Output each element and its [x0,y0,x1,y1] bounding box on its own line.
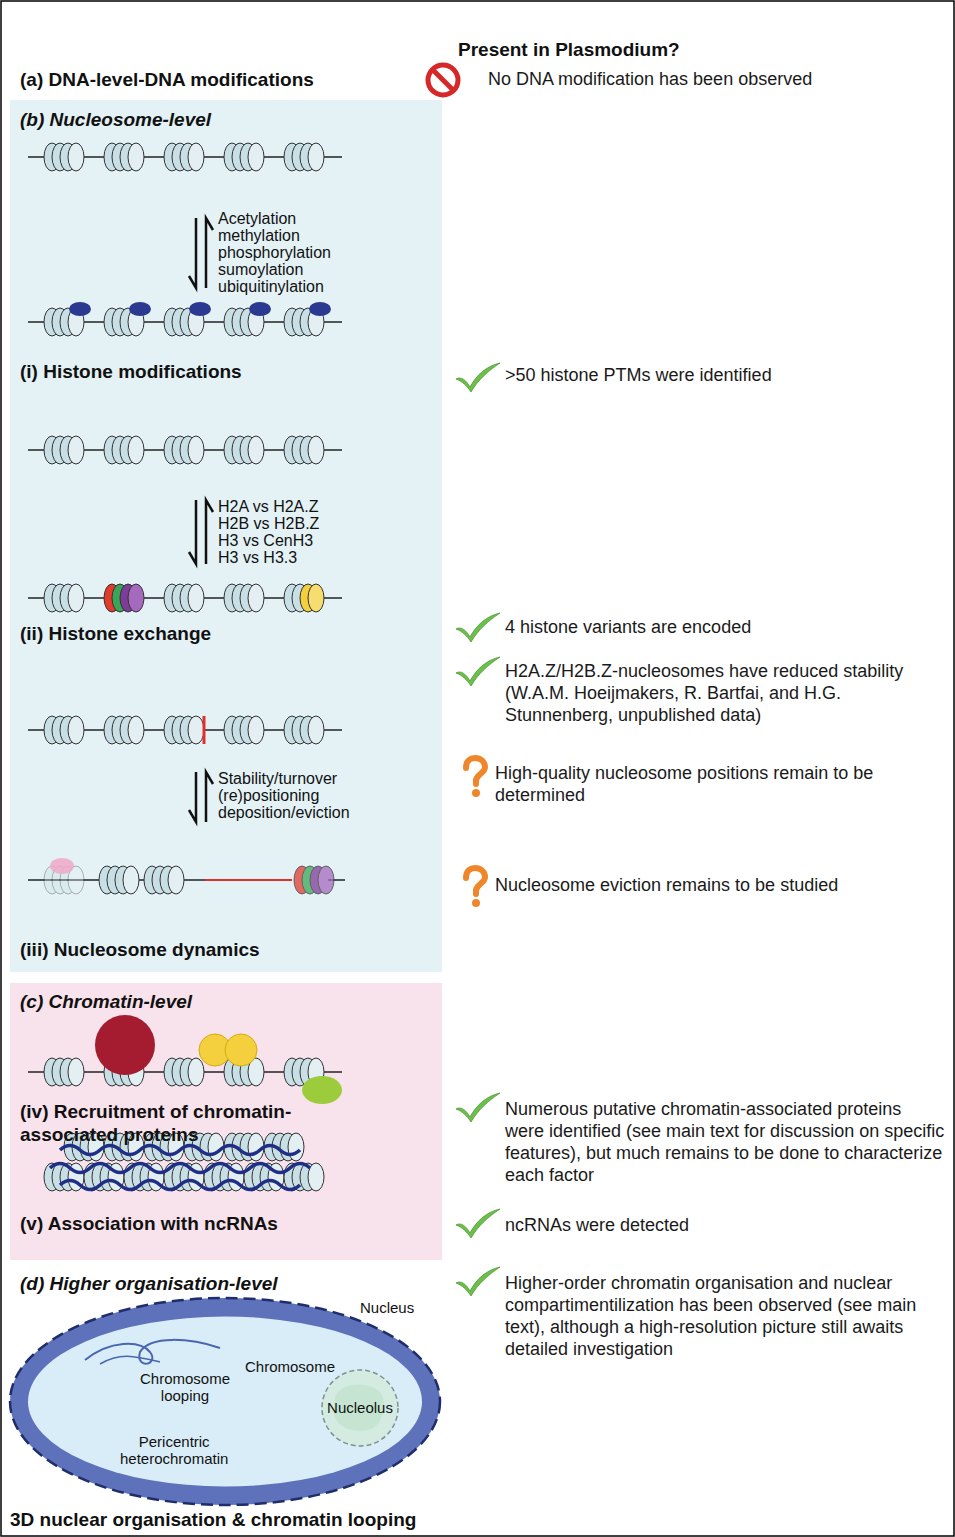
level-heading: (a) DNA-level-DNA modifications [20,68,314,91]
level-heading: (d) Higher organisation-level [20,1272,278,1295]
status-note: 4 histone variants are encoded [505,616,945,638]
level-heading: (c) Chromatin-level [20,990,192,1013]
status-note: No DNA modification has been observed [488,68,943,90]
equilibrium-arrows [189,772,213,822]
figure-caption-label: 3D nuclear organisation & chromatin loop… [10,1508,416,1531]
status-note: H2A.Z/H2B.Z-nucleosomes have reduced sta… [505,660,945,726]
status-note: >50 histone PTMs were identified [505,364,945,386]
compartment-label: Pericentric heterochromatin [120,1433,228,1467]
status-note: High-quality nucleosome positions remain… [495,762,945,806]
nucleosome-row [28,436,342,464]
status-note: ncRNAs were detected [505,1214,945,1236]
nucleosome-row [28,143,342,171]
chromatin-proteins [28,1015,342,1104]
no-entry-sign [428,65,458,95]
status-icons [456,363,500,1296]
compartment-label: Nucleus [360,1299,414,1316]
compartment-label: Nucleolus [322,1399,398,1416]
item-heading: (v) Association with ncRNAs [20,1212,278,1235]
column-header: Present in Plasmodium? [458,38,680,61]
band-fill [10,983,442,1260]
nucleus-ellipse: NucleusChromosomeChromosome loopingPeric… [10,1298,440,1505]
variant-pair: H2B vs H2B.Z [218,515,319,532]
item-heading: (iii) Nucleosome dynamics [20,938,260,961]
equilibrium-arrows [189,218,213,288]
level-heading: (b) Nucleosome-level [20,108,211,131]
variant-pair: H2A vs H2A.Z [218,498,318,515]
variant-nucleosome-row [28,584,342,612]
nucleus-drawing [10,1298,440,1505]
status-note: Higher-order chromatin organisation and … [505,1272,945,1360]
item-heading: (iv) Recruitment of chromatin-associated… [20,1100,320,1146]
item-heading: (i) Histone modifications [20,360,242,383]
variant-pair: H3 vs CenH3 [218,532,313,549]
status-note: Numerous putative chromatin-associated p… [505,1098,945,1186]
compartment-label: Chromosome [245,1358,335,1375]
modified-nucleosome-row [28,302,342,336]
item-heading: (ii) Histone exchange [20,622,211,645]
dynamic-nucleosome-row [28,858,345,894]
dynamics-list: Stability/turnover (re)positioning depos… [218,770,350,821]
compartment-label: Chromosome looping [140,1370,230,1404]
nucleosome-row [28,716,342,744]
status-note: Nucleosome eviction remains to be studie… [495,874,945,896]
nucleolus-circle: Nucleolus [322,1370,398,1446]
modification-list: Acetylation methylation phosphorylation … [218,210,331,295]
band-fill [10,100,442,972]
variant-pair: H3 vs H3.3 [218,549,297,566]
level-band: (c) Chromatin-level (iv) Recruitment of c… [10,983,442,1260]
equilibrium-arrows [189,500,213,564]
